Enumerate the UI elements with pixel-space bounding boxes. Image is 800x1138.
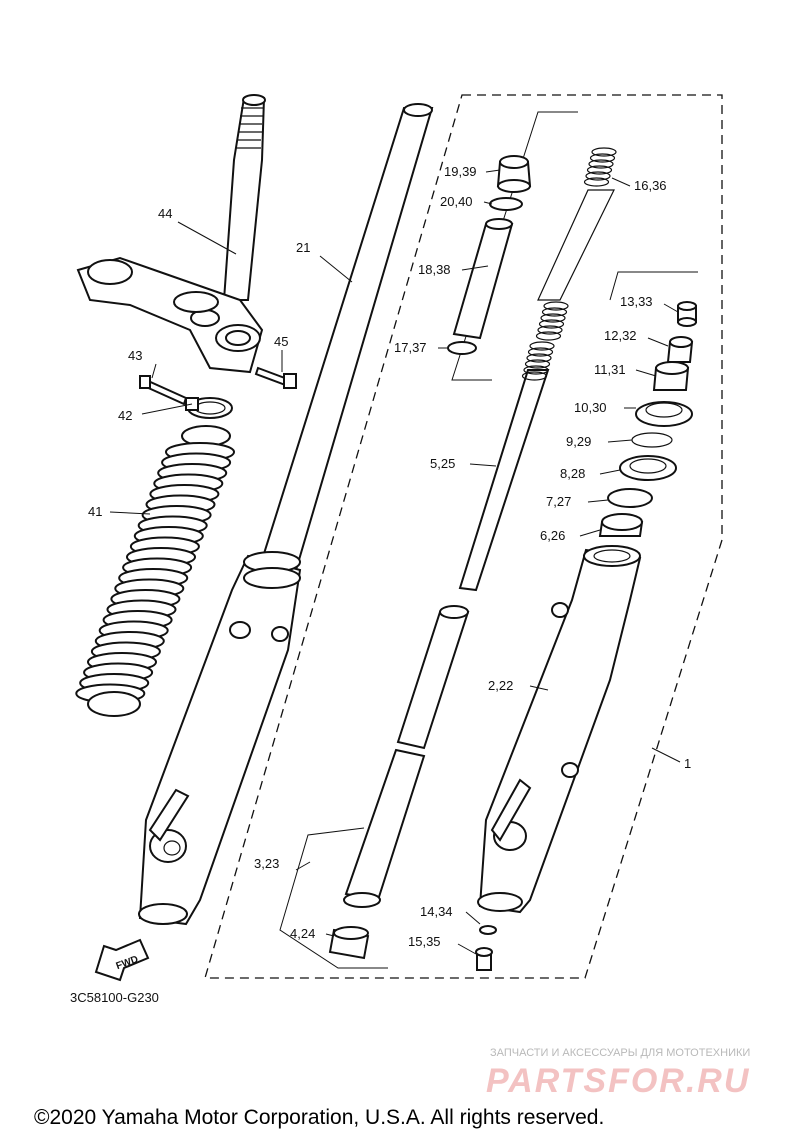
callout-19-39: 19,39 xyxy=(444,164,477,179)
fork-spring xyxy=(583,147,617,187)
collar-4-24 xyxy=(328,926,370,960)
bottom-group-bracket xyxy=(279,827,388,969)
bolt-45 xyxy=(254,366,297,389)
callout-45: 45 xyxy=(274,334,288,349)
bolt-43 xyxy=(139,375,188,406)
callout-10-30: 10,30 xyxy=(574,400,607,415)
forward-arrow-icon: FWD xyxy=(94,938,150,982)
right-outer-tube xyxy=(477,545,642,914)
fork-spring-lower xyxy=(535,301,569,341)
callout-13-33: 13,33 xyxy=(620,294,653,309)
boot-clamp xyxy=(185,397,233,419)
callout-1: 1 xyxy=(684,756,691,771)
watermark-brand: PARTSFOR.RU xyxy=(486,1062,750,1100)
slide-metal xyxy=(598,513,644,537)
callout-44: 44 xyxy=(158,206,172,221)
leader-lines xyxy=(109,169,681,955)
diagram-code: 3C58100-G230 xyxy=(70,990,159,1005)
washer-7-27 xyxy=(607,488,653,508)
washer-17-37 xyxy=(447,341,477,355)
callout-11-31: 11,31 xyxy=(594,362,626,377)
callout-42: 42 xyxy=(118,408,132,423)
callout-6-26: 6,26 xyxy=(540,528,565,543)
callout-20-40: 20,40 xyxy=(440,194,473,209)
circlip xyxy=(631,432,673,448)
dust-seal xyxy=(635,401,693,427)
lower-group-bracket xyxy=(609,271,698,301)
callout-8-28: 8,28 xyxy=(560,466,585,481)
fork-boot xyxy=(75,425,235,717)
spring-guide xyxy=(537,189,615,301)
steering-stem xyxy=(222,94,266,301)
callout-9-29: 9,29 xyxy=(566,434,591,449)
callout-2-22: 2,22 xyxy=(488,678,513,693)
cap-group-bracket xyxy=(451,111,578,381)
spacer xyxy=(452,218,514,340)
bushing-11-31 xyxy=(652,361,690,391)
callout-43: 43 xyxy=(128,348,142,363)
oil-seal xyxy=(619,455,677,481)
cap-bolt xyxy=(496,155,532,193)
callout-16-36: 16,36 xyxy=(634,178,667,193)
callout-21: 21 xyxy=(296,240,310,255)
o-ring-20-40 xyxy=(489,197,523,211)
callout-14-34: 14,34 xyxy=(420,904,453,919)
oil-lock-piece xyxy=(677,301,697,327)
damper-rod xyxy=(458,341,555,592)
callout-41: 41 xyxy=(88,504,102,519)
bushing-12-32 xyxy=(666,336,694,363)
assembly-boundary xyxy=(204,94,723,979)
watermark-caption: ЗАПЧАСТИ И АКСЕССУАРЫ ДЛЯ МОТОТЕХНИКИ xyxy=(490,1047,750,1059)
bolt-15-35 xyxy=(475,947,493,971)
callout-5-25: 5,25 xyxy=(430,456,455,471)
callout-4-24: 4,24 xyxy=(290,926,315,941)
left-outer-tube xyxy=(138,551,302,926)
callout-12-32: 12,32 xyxy=(604,328,637,343)
under-bracket xyxy=(76,256,264,374)
callout-18-38: 18,38 xyxy=(418,262,451,277)
callout-15-35: 15,35 xyxy=(408,934,441,949)
gasket-14-34 xyxy=(479,925,497,935)
callout-3-23: 3,23 xyxy=(254,856,279,871)
callout-7-27: 7,27 xyxy=(546,494,571,509)
callout-17-37: 17,37 xyxy=(394,340,427,355)
damper-cylinder xyxy=(343,605,470,908)
copyright-notice: ©2020 Yamaha Motor Corporation, U.S.A. A… xyxy=(34,1106,604,1129)
